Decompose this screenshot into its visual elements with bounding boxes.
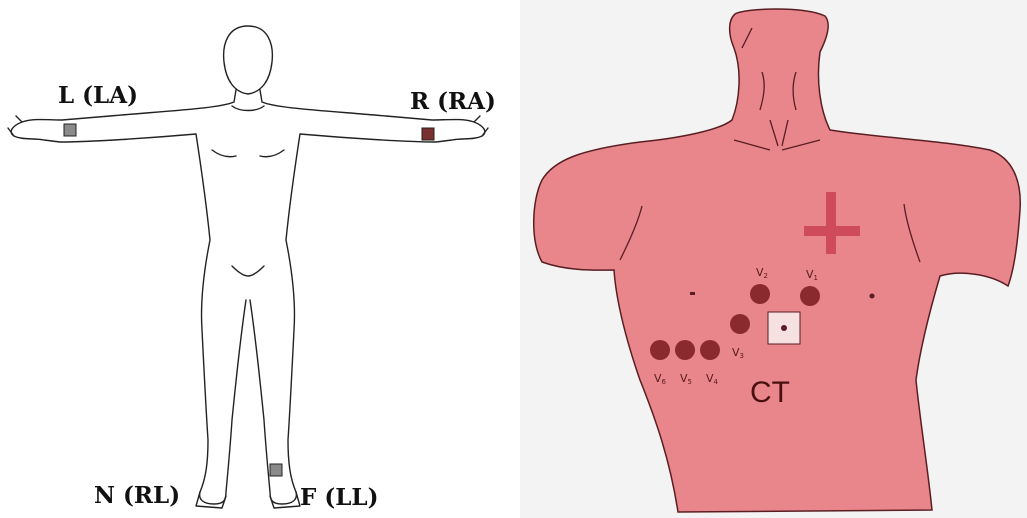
ct-electrode (781, 325, 787, 331)
right-leg-label: N (RL) (94, 482, 180, 509)
v6-electrode (650, 340, 670, 360)
v1-electrode (800, 286, 820, 306)
left-arm-electrode (64, 124, 76, 136)
left-leg-label: F (LL) (300, 484, 378, 511)
ct-label: CT (750, 376, 790, 409)
limb-lead-diagram: L (LA) R (RA) N (RL) F (LL) (0, 0, 520, 518)
right-arm-electrode (422, 128, 434, 140)
torso-shape (534, 9, 1021, 512)
v5-electrode (675, 340, 695, 360)
left-arm-label: L (LA) (58, 82, 138, 109)
torso-illustration: V1 V2 V3 V4 V5 V6 CT (520, 0, 1027, 518)
left-leg-electrode (270, 464, 282, 476)
marker-dot (690, 292, 695, 295)
v2-electrode (750, 284, 770, 304)
marker-dot (870, 294, 875, 299)
v4-electrode (700, 340, 720, 360)
precordial-lead-diagram: V1 V2 V3 V4 V5 V6 CT (520, 0, 1027, 518)
v3-electrode (730, 314, 750, 334)
human-body-outline (0, 0, 520, 518)
right-arm-label: R (RA) (410, 88, 496, 115)
